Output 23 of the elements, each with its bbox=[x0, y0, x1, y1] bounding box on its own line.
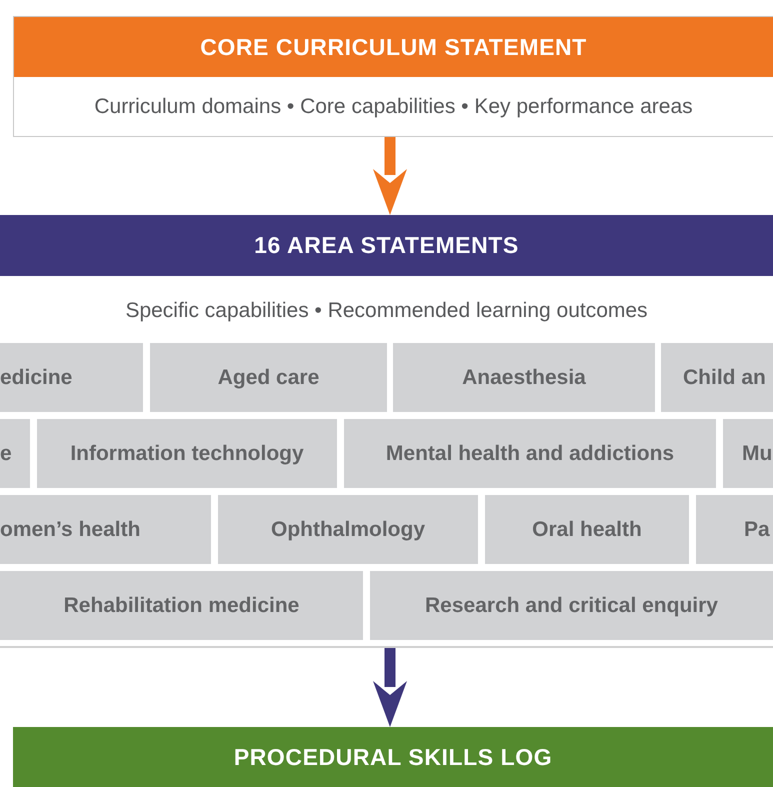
area-tile: Pa bbox=[696, 495, 773, 564]
area-tile: Aged care bbox=[150, 343, 387, 412]
statement-box bbox=[13, 16, 773, 137]
area-tile: edicine bbox=[0, 343, 143, 412]
log-box: PROCEDURAL SKILLS LOG bbox=[13, 727, 773, 787]
area-tile: e bbox=[0, 419, 30, 488]
area-tile: Mental health and addictions bbox=[344, 419, 716, 488]
area-tile: Research and critical enquiry bbox=[370, 571, 773, 640]
section-heading: 16 AREA STATEMENTS bbox=[0, 215, 773, 276]
area-tile: Rehabilitation medicine bbox=[0, 571, 363, 640]
area-section bbox=[0, 215, 773, 648]
area-tile: Oral health bbox=[485, 495, 689, 564]
area-tile: Mu bbox=[723, 419, 773, 488]
area-tile: Ophthalmology bbox=[218, 495, 478, 564]
area-tile: Child an bbox=[661, 343, 773, 412]
box-text: Curriculum domains • Core capabilities • Key performance areas bbox=[94, 94, 693, 120]
arrow bbox=[373, 648, 407, 727]
area-tile: Information technology bbox=[37, 419, 337, 488]
area-tile: Anaesthesia bbox=[393, 343, 655, 412]
box-heading: CORE CURRICULUM STATEMENT bbox=[14, 17, 773, 77]
arrow bbox=[373, 137, 407, 215]
section-text: Specific capabilities • Recommended learning outcomes bbox=[125, 298, 648, 324]
area-tile: omen’s health bbox=[0, 495, 211, 564]
